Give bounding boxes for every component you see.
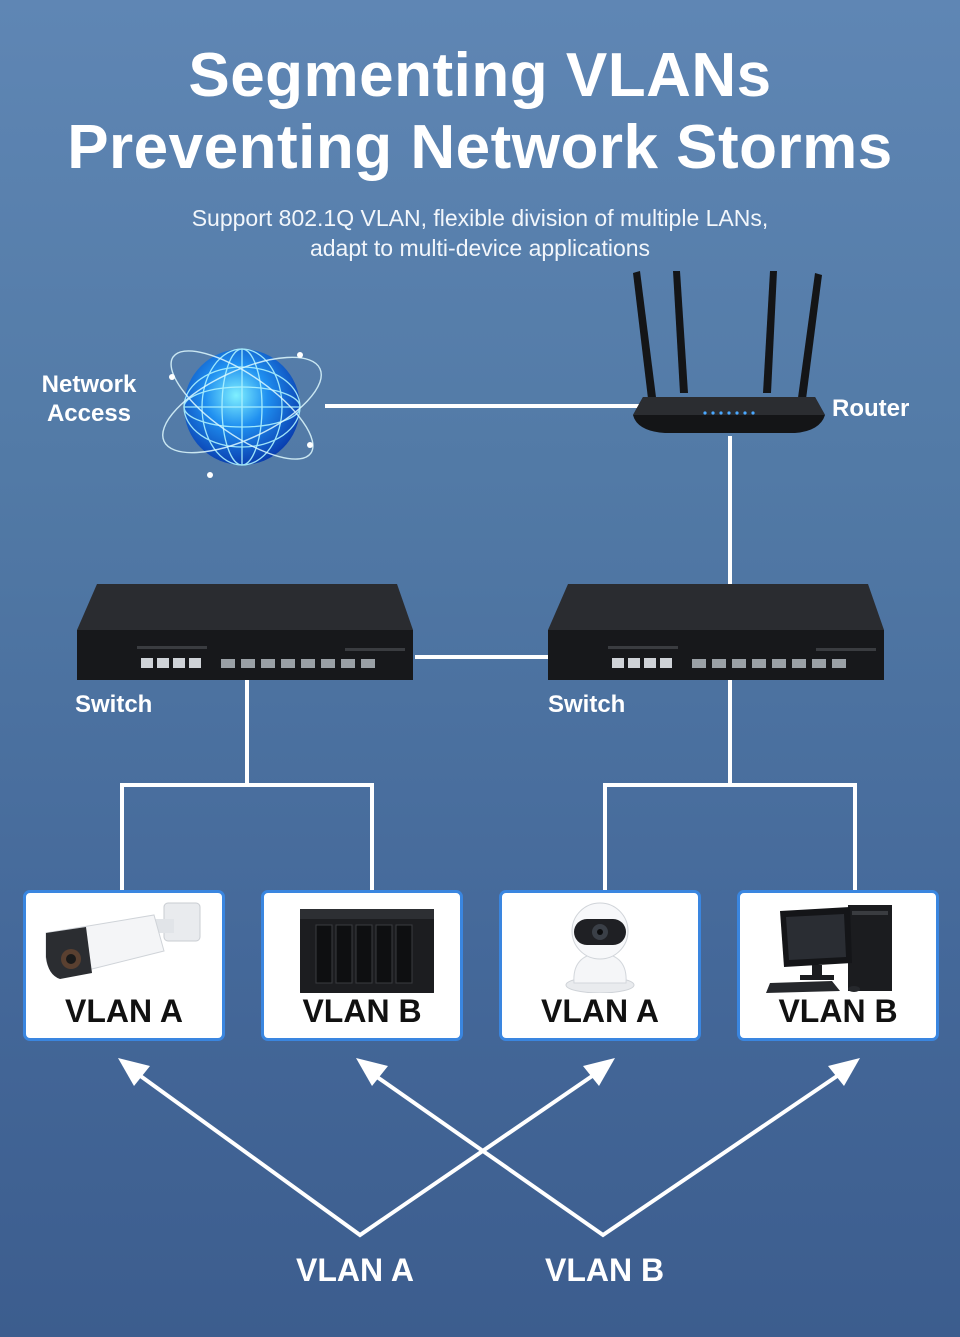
device-card-desktop: VLAN B — [737, 890, 939, 1041]
arrowhead-a-right — [583, 1058, 615, 1086]
nas-storage-icon — [300, 909, 434, 993]
group-label-vlan-b: VLAN B — [545, 1252, 665, 1288]
wire-left-branch — [120, 783, 374, 890]
network-access-label-line1: Network — [41, 371, 137, 398]
router-icon — [633, 271, 825, 433]
globe-icon — [162, 348, 322, 478]
device-card-dome-camera: VLAN A — [499, 890, 701, 1041]
switch-icon — [548, 584, 884, 680]
wire-right-branch — [603, 783, 857, 890]
arrows-vlan-b — [368, 1070, 845, 1238]
device-label: VLAN A — [541, 993, 659, 1029]
device-label: VLAN A — [65, 993, 183, 1029]
group-label-vlan-a: VLAN A — [296, 1252, 414, 1288]
device-label: VLAN B — [302, 993, 422, 1029]
arrows-vlan-a — [133, 1070, 600, 1238]
switch-left-label: Switch — [75, 691, 153, 718]
subtitle-line1: Support 802.1Q VLAN, flexible division o… — [191, 205, 769, 231]
device-label: VLAN B — [778, 993, 898, 1029]
device-card-nas: VLAN B — [261, 890, 463, 1041]
page-title-line1: Segmenting VLANs — [188, 41, 772, 110]
dome-camera-icon — [565, 902, 635, 993]
device-card-bullet-camera: VLAN A — [23, 890, 225, 1041]
bullet-camera-icon — [45, 902, 201, 979]
arrowhead-b-right — [828, 1058, 860, 1086]
router-label: Router — [832, 395, 910, 422]
arrowhead-b-left — [356, 1058, 388, 1086]
switch-right-label: Switch — [548, 691, 626, 718]
arrowhead-a-left — [118, 1058, 150, 1086]
subtitle-line2: adapt to multi-device applications — [309, 235, 651, 261]
network-access-label-line2: Access — [46, 400, 132, 427]
page-title-line2: Preventing Network Storms — [67, 113, 893, 182]
switch-icon — [77, 584, 413, 680]
desktop-computer-icon — [766, 905, 892, 993]
